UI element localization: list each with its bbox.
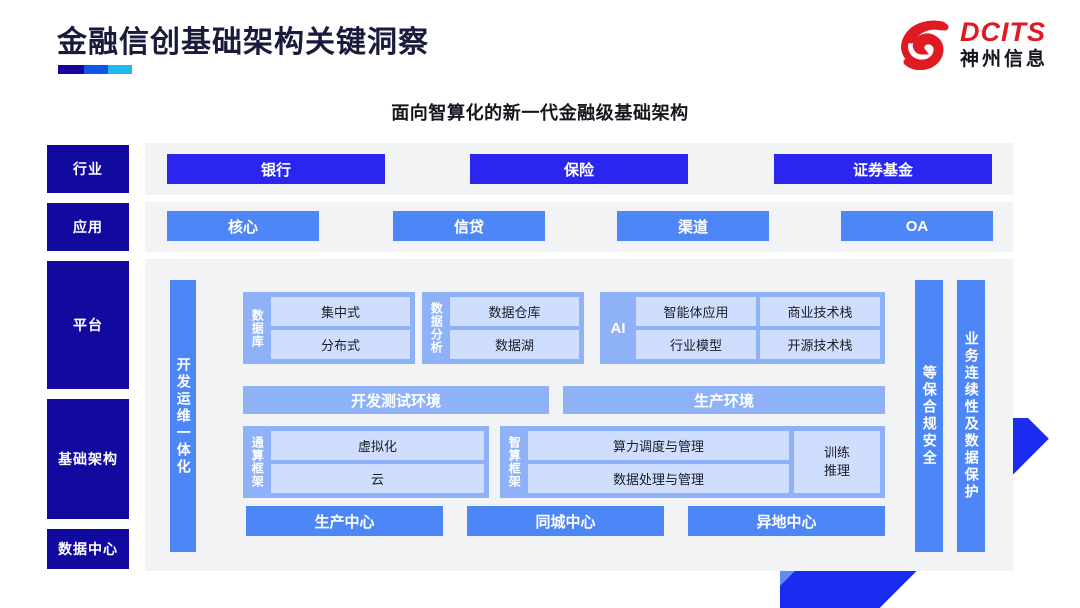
group-data-analytics[interactable]: 数据分析 数据仓库 数据湖 — [422, 292, 584, 364]
diagram-subtitle: 面向智算化的新一代金融级基础架构 — [391, 103, 689, 123]
underline-segment-1 — [58, 65, 84, 74]
cell-training-inference[interactable]: 训练 推理 — [794, 431, 880, 493]
underline-segment-2 — [84, 65, 108, 74]
group-tag-data-analytics: 数据分析 — [429, 302, 444, 354]
cell-centralized[interactable]: 集中式 — [271, 297, 410, 326]
title-underline — [58, 65, 132, 74]
brand-logo: DCITS 神州信息 — [900, 17, 1048, 71]
side-label-application: 应用 — [47, 203, 129, 251]
group-intelligent-framework[interactable]: 智算框架 算力调度与管理 数据处理与管理 训练 推理 — [500, 426, 885, 498]
datacenter-remote[interactable]: 异地中心 — [688, 506, 885, 536]
cell-commercial-stack[interactable]: 商业技术栈 — [760, 297, 880, 326]
industry-item-bank[interactable]: 银行 — [167, 154, 385, 184]
vertical-bar-continuity[interactable]: 业务连续性及数据保护 — [957, 280, 985, 552]
group-body-general-framework: 虚拟化 云 — [271, 431, 484, 493]
industry-item-insurance[interactable]: 保险 — [470, 154, 688, 184]
group-tag-general-framework: 通算框架 — [250, 436, 265, 488]
logo-text: DCITS 神州信息 — [959, 17, 1048, 70]
datacenter-metro[interactable]: 同城中心 — [467, 506, 664, 536]
group-tag-intelligent-framework: 智算框架 — [507, 436, 522, 488]
group-body-intelligent-framework: 算力调度与管理 数据处理与管理 — [528, 431, 789, 493]
datacenter-production[interactable]: 生产中心 — [246, 506, 443, 536]
cell-data-processing[interactable]: 数据处理与管理 — [528, 464, 789, 493]
group-database[interactable]: 数据库 集中式 分布式 — [243, 292, 415, 364]
cell-agent-application[interactable]: 智能体应用 — [636, 297, 756, 326]
dcits-swirl-icon — [900, 18, 952, 71]
side-label-infrastructure: 基础架构 — [47, 399, 129, 519]
env-production[interactable]: 生产环境 — [563, 386, 885, 414]
page-header: 金融信创基础架构关键洞察 DCITS 神州信息 — [0, 0, 1080, 92]
application-item-credit[interactable]: 信贷 — [393, 211, 545, 241]
application-item-core[interactable]: 核心 — [167, 211, 319, 241]
logo-cn: 神州信息 — [959, 49, 1048, 70]
industry-item-securities[interactable]: 证券基金 — [774, 154, 992, 184]
training-label: 训练 — [823, 444, 850, 460]
group-general-framework[interactable]: 通算框架 虚拟化 云 — [243, 426, 489, 498]
cell-industry-model[interactable]: 行业模型 — [636, 330, 756, 359]
vertical-bar-compliance[interactable]: 等保合规安全 — [915, 280, 943, 552]
cell-compute-scheduling[interactable]: 算力调度与管理 — [528, 431, 789, 460]
env-dev-test[interactable]: 开发测试环境 — [243, 386, 549, 414]
cell-distributed[interactable]: 分布式 — [271, 330, 410, 359]
inference-label: 推理 — [823, 463, 850, 478]
cell-opensource-stack[interactable]: 开源技术栈 — [760, 330, 880, 359]
cell-cloud[interactable]: 云 — [271, 464, 484, 493]
group-ai[interactable]: AI 智能体应用 商业技术栈 行业模型 开源技术栈 — [600, 292, 885, 364]
application-item-oa[interactable]: OA — [841, 211, 993, 241]
group-body-ai: 智能体应用 商业技术栈 行业模型 开源技术栈 — [636, 297, 880, 359]
application-item-channel[interactable]: 渠道 — [617, 211, 769, 241]
side-label-datacenter: 数据中心 — [47, 529, 129, 569]
group-body-database: 集中式 分布式 — [271, 297, 410, 359]
group-tag-database: 数据库 — [250, 308, 265, 348]
logo-en: DCITS — [959, 17, 1046, 47]
page-title: 金融信创基础架构关键洞察 — [57, 26, 429, 59]
side-label-industry: 行业 — [47, 145, 129, 193]
cell-data-warehouse[interactable]: 数据仓库 — [450, 297, 579, 326]
side-label-platform: 平台 — [47, 261, 129, 389]
cell-data-lake[interactable]: 数据湖 — [450, 330, 579, 359]
group-body-data-analytics: 数据仓库 数据湖 — [450, 297, 579, 359]
underline-segment-3 — [108, 65, 132, 74]
vertical-bar-devops[interactable]: 开发运维一体化 — [170, 280, 196, 552]
group-tag-ai: AI — [610, 319, 626, 337]
cell-virtualization[interactable]: 虚拟化 — [271, 431, 484, 460]
